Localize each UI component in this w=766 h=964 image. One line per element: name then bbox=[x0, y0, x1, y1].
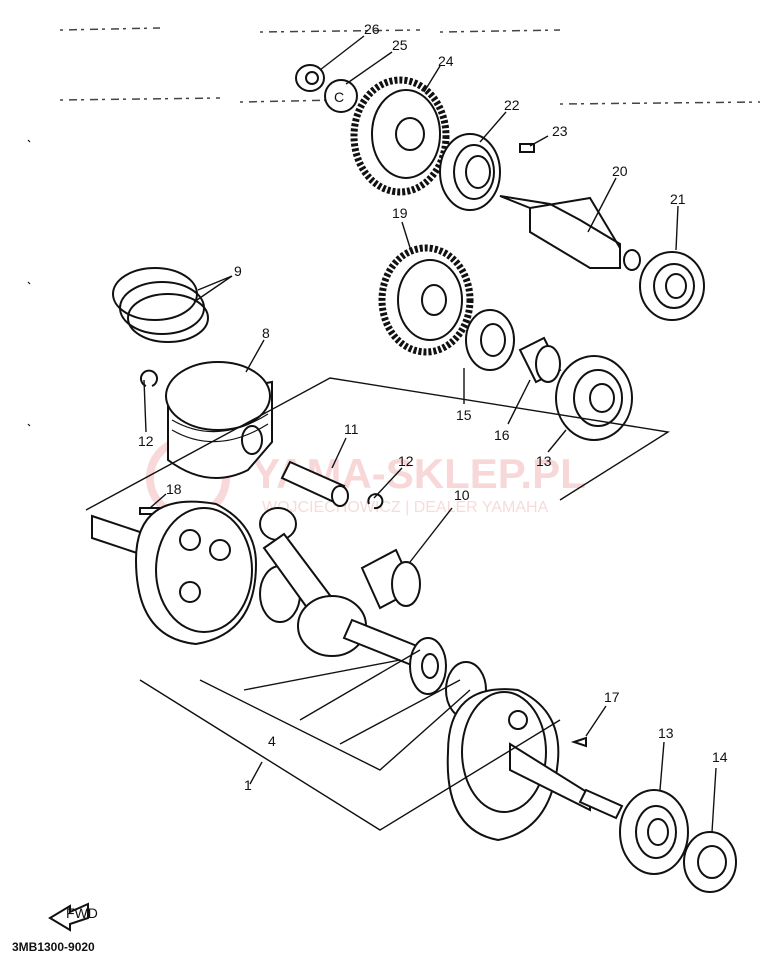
scan-noise bbox=[27, 27, 761, 427]
front-arrow-text: FWD bbox=[66, 905, 98, 921]
callout-14: 14 bbox=[712, 749, 728, 765]
callout-12-left: 12 bbox=[138, 433, 154, 449]
callout-labels: 26 25 24 22 23 20 21 19 9 8 12 11 12 15 … bbox=[138, 21, 728, 793]
callout-17: 17 bbox=[604, 689, 620, 705]
circlip-marking: C bbox=[334, 89, 344, 105]
part-19-gear bbox=[378, 244, 474, 356]
part-20-balancer-shaft bbox=[499, 195, 641, 271]
callout-9: 9 bbox=[234, 263, 242, 279]
callout-25: 25 bbox=[392, 37, 408, 53]
part-16-collar bbox=[518, 336, 562, 384]
part-crank-right-half bbox=[446, 688, 624, 842]
part-9-piston-rings bbox=[112, 267, 209, 343]
part-8-piston bbox=[165, 361, 273, 479]
callout-21: 21 bbox=[670, 191, 686, 207]
part-10-needle-bearing bbox=[360, 548, 421, 610]
callout-10: 10 bbox=[454, 487, 470, 503]
part-crank-left-half bbox=[91, 500, 258, 646]
callout-24: 24 bbox=[438, 53, 454, 69]
part-15-bearing bbox=[465, 309, 515, 371]
part-21-bearing bbox=[639, 251, 705, 321]
callout-15: 15 bbox=[456, 407, 472, 423]
callout-13-upper: 13 bbox=[536, 453, 552, 469]
watermark-sub: WOJCIECHOWICZ | DEALER YAMAHA bbox=[262, 499, 549, 516]
callout-12-right: 12 bbox=[398, 453, 414, 469]
callout-23: 23 bbox=[552, 123, 568, 139]
callout-22: 22 bbox=[504, 97, 520, 113]
callout-8: 8 bbox=[262, 325, 270, 341]
part-12-circlip-left bbox=[140, 369, 158, 387]
callout-13-lower: 13 bbox=[658, 725, 674, 741]
part-24-gear bbox=[350, 76, 450, 196]
callout-26: 26 bbox=[364, 21, 380, 37]
callout-11: 11 bbox=[344, 421, 359, 437]
callout-1: 1 bbox=[244, 777, 252, 793]
part-23-key bbox=[519, 143, 535, 153]
part-13-bearing-lower bbox=[619, 789, 689, 875]
part-11-piston-pin bbox=[280, 460, 349, 507]
callout-16: 16 bbox=[494, 427, 510, 443]
leader-lines bbox=[143, 35, 717, 833]
part-26-nut bbox=[295, 64, 325, 92]
part-12-circlip-right bbox=[367, 493, 384, 510]
group-label: 4 bbox=[268, 733, 276, 749]
diagram-code: 3MB1300-9020 bbox=[12, 940, 95, 954]
assembly-brackets bbox=[85, 377, 670, 831]
callout-20: 20 bbox=[612, 163, 628, 179]
part-22-bearing bbox=[439, 133, 501, 211]
part-25-lock-washer: C bbox=[324, 79, 358, 113]
part-17-woodruff-key bbox=[570, 736, 587, 748]
part-13-bearing-upper bbox=[555, 355, 633, 441]
callout-19: 19 bbox=[392, 205, 408, 221]
callout-18: 18 bbox=[166, 481, 182, 497]
part-needle-bearing-lower bbox=[409, 637, 447, 695]
part-14-oil-seal bbox=[683, 831, 737, 893]
front-arrow-icon: FWD bbox=[48, 902, 98, 932]
